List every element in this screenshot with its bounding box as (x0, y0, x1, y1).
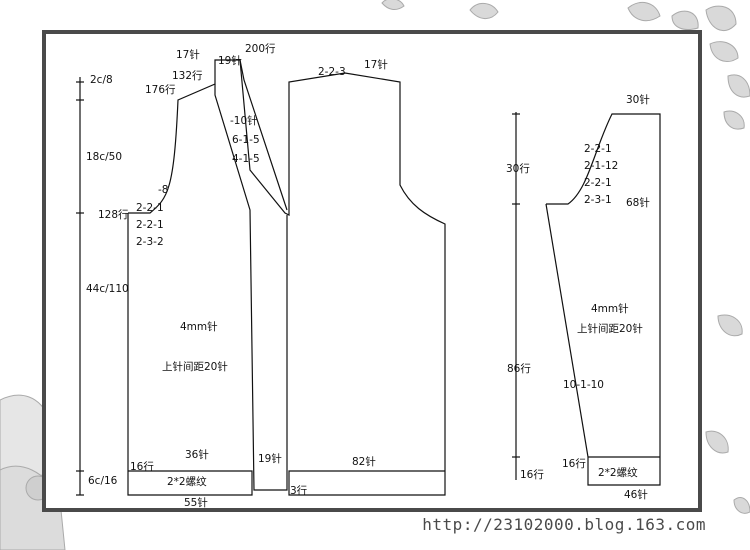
neck-shaping-2: 4-1-5 (232, 153, 260, 165)
sleeve-needle-label: 4mm针 (591, 302, 629, 315)
sleeve-row-16b-label: 16行 (520, 468, 544, 481)
cap-shaping-1: 2-2-1 (584, 143, 612, 155)
cap-shaping-2: 2-1-12 (584, 160, 618, 172)
armhole-decrease-label: -8 (158, 184, 168, 196)
sts-36-label: 36针 (185, 448, 209, 461)
sleeve-row-30-label: 30行 (506, 162, 530, 175)
sleeve-top-sts-label: 30针 (626, 93, 650, 106)
dim-armhole-label: 18c/50 (86, 151, 122, 163)
neck-decrease-label: -10针 (230, 114, 258, 127)
front-band (214, 84, 288, 491)
row-176-label: 176行 (145, 83, 176, 96)
back-neck-shaping: 2-2-3 (318, 66, 346, 78)
armhole-shaping-3: 2-3-2 (136, 236, 164, 248)
sleeve-rib-label: 2*2螺纹 (598, 466, 638, 479)
blog-url-watermark: http://23102000.blog.163.com (422, 515, 706, 534)
sleeve-outline (545, 113, 661, 486)
dim-top-label: 2c/8 (90, 74, 113, 86)
row-128-label: 128行 (98, 208, 129, 221)
band-sts-label: 19针 (258, 452, 282, 465)
sts-17-left-label: 17针 (176, 48, 200, 61)
row-16-label: 16行 (130, 460, 154, 473)
armhole-shaping-2: 2-2-1 (136, 219, 164, 231)
back-sts-17-label: 17针 (364, 58, 388, 71)
rib-label: 2*2螺纹 (167, 475, 207, 488)
back-sts-82-label: 82针 (352, 455, 376, 468)
neck-shaping-1: 6-1-5 (232, 134, 260, 146)
band-rows-label: 3行 (290, 484, 308, 497)
armhole-shaping-1: 2-2-1 (136, 202, 164, 214)
sleeve-bottom-sts-label: 46针 (624, 488, 648, 501)
row-132-label: 132行 (172, 69, 203, 82)
sleeve-spacing-label: 上针间距20针 (577, 322, 643, 335)
diagram-frame (42, 30, 702, 512)
spacing-label: 上针间距20针 (162, 360, 228, 373)
sleeve-row-16-label: 16行 (562, 457, 586, 470)
dim-rib-label: 6c/16 (88, 475, 118, 487)
shoulder-sts-label: 19针 (218, 54, 242, 67)
cap-shaping-4: 2-3-1 (584, 194, 612, 206)
neckline (239, 59, 288, 211)
body-outline (127, 59, 446, 496)
needle-label: 4mm针 (180, 320, 218, 333)
sleeve-row-86-label: 86行 (507, 362, 531, 375)
sleeve-sts-68-label: 68针 (626, 196, 650, 209)
sleeve-increase-label: 10-1-10 (563, 379, 604, 391)
cap-shaping-3: 2-2-1 (584, 177, 612, 189)
row-200-label: 200行 (245, 42, 276, 55)
dim-body-label: 44c/110 (86, 283, 129, 295)
sts-55-label: 55针 (184, 496, 208, 509)
